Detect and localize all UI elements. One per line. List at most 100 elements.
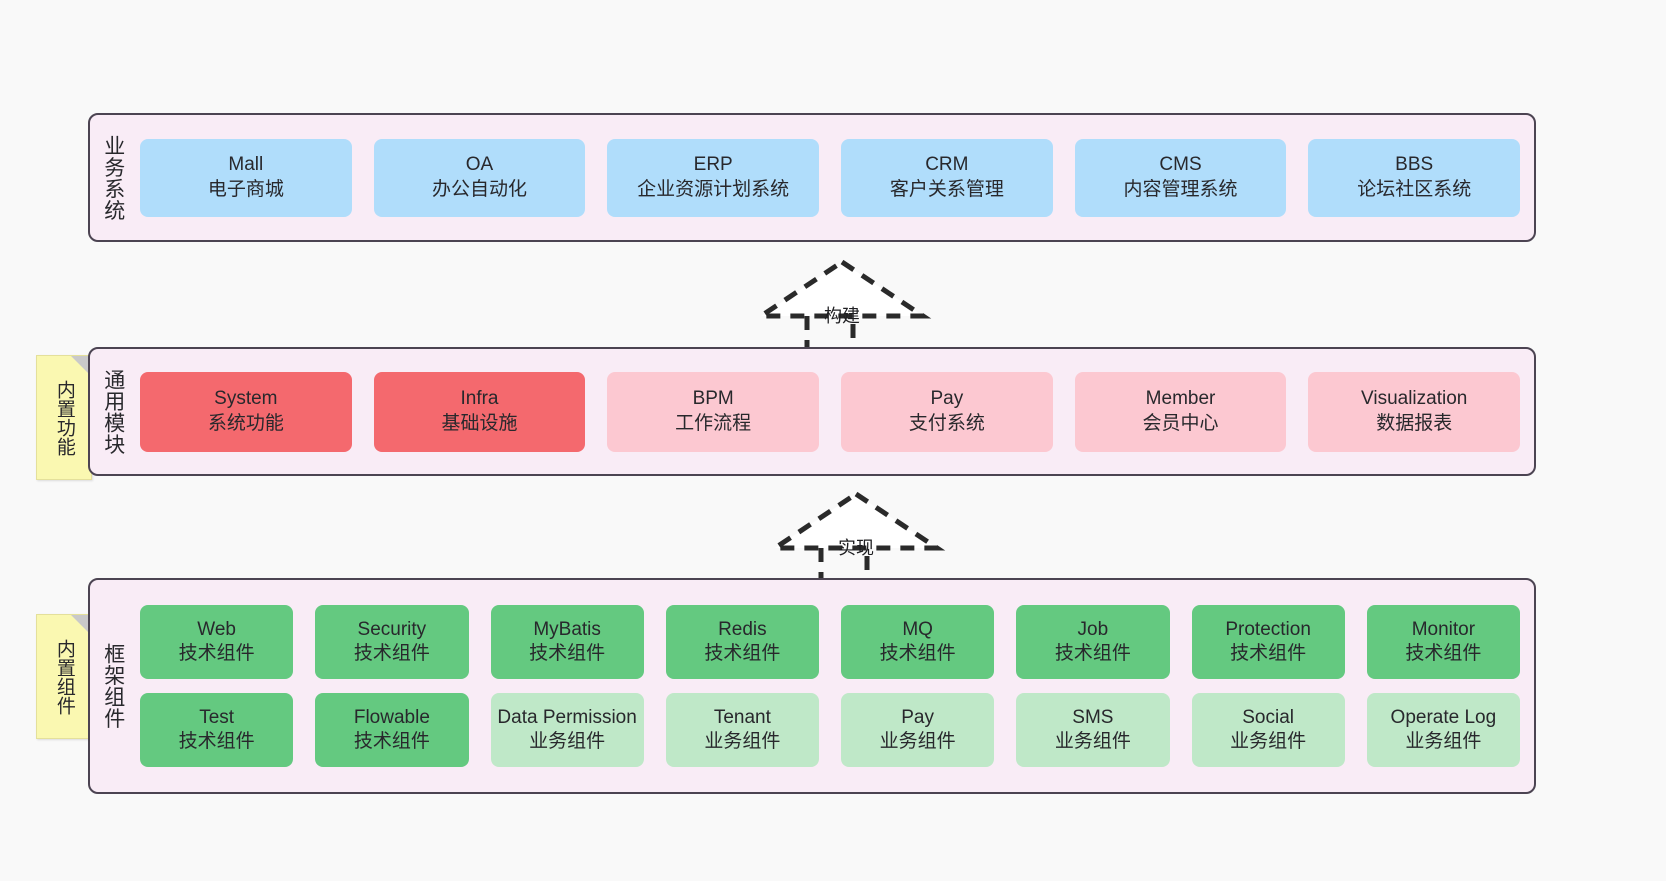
box-subtitle: 业务组件 [879,731,956,752]
box-sms[interactable]: SMS 业务组件 [1016,693,1170,767]
box-crm[interactable]: CRM 客户关系管理 [841,138,1053,217]
box-mq[interactable]: MQ 技术组件 [841,605,995,679]
box-row: Test 技术组件 Flowable 技术组件 Data Permission … [140,693,1520,767]
box-visualization[interactable]: Visualization 数据报表 [1308,371,1521,452]
arrow-build: 构建 [752,258,932,355]
box-job[interactable]: Job 技术组件 [1016,605,1170,679]
note-builtin-component[interactable]: 内置组件 [36,614,92,739]
box-title: Monitor [1411,618,1476,640]
arrow-implement: 实现 [766,490,946,587]
box-erp[interactable]: ERP 企业资源计划系统 [607,138,820,217]
layer-business-system-label: 业务系统 [101,134,125,221]
box-title: Data Permission [497,706,637,728]
box-subtitle: 业务组件 [1054,731,1131,752]
layer-business-system[interactable]: 业务系统 Mall 电子商城 OA 办公自动化 ERP 企业资源计划系统 CRM… [88,113,1536,242]
box-title: Tenant [713,706,771,728]
layer-common-module[interactable]: 通用模块 System 系统功能 Infra 基础设施 BPM 工作流程 Pay… [88,347,1536,476]
box-social[interactable]: Social 业务组件 [1191,693,1345,767]
box-infra[interactable]: Infra 基础设施 [373,371,586,452]
box-web[interactable]: Web 技术组件 [140,605,294,679]
box-subtitle: 业务组件 [704,731,781,752]
box-title: SMS [1072,706,1114,728]
box-title: ERP [693,154,733,176]
box-subtitle: 客户关系管理 [889,178,1004,200]
box-mybatis[interactable]: MyBatis 技术组件 [490,605,644,679]
arrow-build-label: 构建 [824,306,860,326]
box-title: Mall [228,154,264,176]
box-subtitle: 工作流程 [675,412,752,434]
box-subtitle: 技术组件 [879,643,956,664]
box-subtitle: 技术组件 [1054,643,1131,664]
box-pay-business[interactable]: Pay 业务组件 [841,693,995,767]
box-member[interactable]: Member 会员中心 [1074,371,1287,452]
box-system[interactable]: System 系统功能 [140,371,352,452]
box-subtitle: 会员中心 [1142,412,1219,434]
box-row: Web 技术组件 Security 技术组件 MyBatis 技术组件 Redi… [140,605,1520,679]
box-title: BBS [1395,154,1434,176]
box-title: Security [357,618,427,640]
box-subtitle: 基础设施 [441,412,518,434]
box-subtitle: 技术组件 [704,643,781,664]
box-cms[interactable]: CMS 内容管理系统 [1074,138,1287,217]
note-fold-corner-icon [71,356,91,376]
box-mall[interactable]: Mall 电子商城 [140,138,352,217]
box-subtitle: 论坛社区系统 [1357,178,1472,200]
box-title: Infra [460,388,499,410]
box-title: MyBatis [533,618,601,640]
box-row: Mall 电子商城 OA 办公自动化 ERP 企业资源计划系统 CRM 客户关系… [140,138,1521,217]
box-subtitle: 业务组件 [1230,731,1307,752]
box-pay[interactable]: Pay 支付系统 [841,371,1053,452]
note-builtin-function-label: 内置功能 [53,379,75,456]
note-fold-corner-icon [71,615,91,635]
box-title: Redis [718,618,767,640]
box-title: System [214,388,278,410]
box-flowable[interactable]: Flowable 技术组件 [315,693,469,767]
box-title: MQ [902,618,933,640]
box-title: Member [1145,388,1216,410]
box-title: CRM [925,154,969,176]
box-subtitle: 内容管理系统 [1123,178,1238,200]
box-title: Pay [930,388,964,410]
box-subtitle: 业务组件 [529,731,606,752]
box-title: OA [465,154,494,176]
box-title: Job [1077,618,1109,640]
box-subtitle: 支付系统 [908,412,985,434]
box-test[interactable]: Test 技术组件 [140,693,294,767]
box-title: Operate Log [1390,706,1497,728]
layer-common-module-label: 通用模块 [101,368,125,455]
box-title: BPM [692,388,734,410]
box-monitor[interactable]: Monitor 技术组件 [1366,605,1520,679]
note-builtin-component-label: 内置组件 [53,638,75,715]
box-subtitle: 办公自动化 [432,178,528,200]
box-subtitle: 技术组件 [1405,643,1482,664]
box-title: Social [1242,706,1294,728]
box-title: Protection [1225,618,1311,640]
arrow-implement-label: 实现 [838,538,874,558]
box-subtitle: 技术组件 [178,731,255,752]
box-oa[interactable]: OA 办公自动化 [373,138,586,217]
box-title: Test [199,706,235,728]
box-bbs[interactable]: BBS 论坛社区系统 [1308,138,1521,217]
box-protection[interactable]: Protection 技术组件 [1191,605,1345,679]
box-subtitle: 技术组件 [1230,643,1307,664]
box-security[interactable]: Security 技术组件 [315,605,469,679]
box-subtitle: 技术组件 [353,731,430,752]
layer-framework-component[interactable]: 框架组件 Web 技术组件 Security 技术组件 MyBatis 技术组件… [88,578,1536,794]
box-operate-log[interactable]: Operate Log 业务组件 [1366,693,1520,767]
box-title: Flowable [353,706,430,728]
box-bpm[interactable]: BPM 工作流程 [607,371,820,452]
layer-business-system-body: Mall 电子商城 OA 办公自动化 ERP 企业资源计划系统 CRM 客户关系… [136,115,1534,240]
box-title: CMS [1159,154,1202,176]
box-tenant[interactable]: Tenant 业务组件 [665,693,819,767]
box-data-permission[interactable]: Data Permission 业务组件 [490,693,644,767]
box-subtitle: 技术组件 [529,643,606,664]
box-subtitle: 电子商城 [207,178,284,200]
box-redis[interactable]: Redis 技术组件 [665,605,819,679]
box-row: System 系统功能 Infra 基础设施 BPM 工作流程 Pay 支付系统… [140,371,1521,452]
box-subtitle: 数据报表 [1376,412,1453,434]
box-subtitle: 企业资源计划系统 [637,178,790,200]
note-builtin-function[interactable]: 内置功能 [36,355,92,480]
box-subtitle: 技术组件 [178,643,255,664]
layer-framework-component-body: Web 技术组件 Security 技术组件 MyBatis 技术组件 Redi… [136,580,1534,792]
